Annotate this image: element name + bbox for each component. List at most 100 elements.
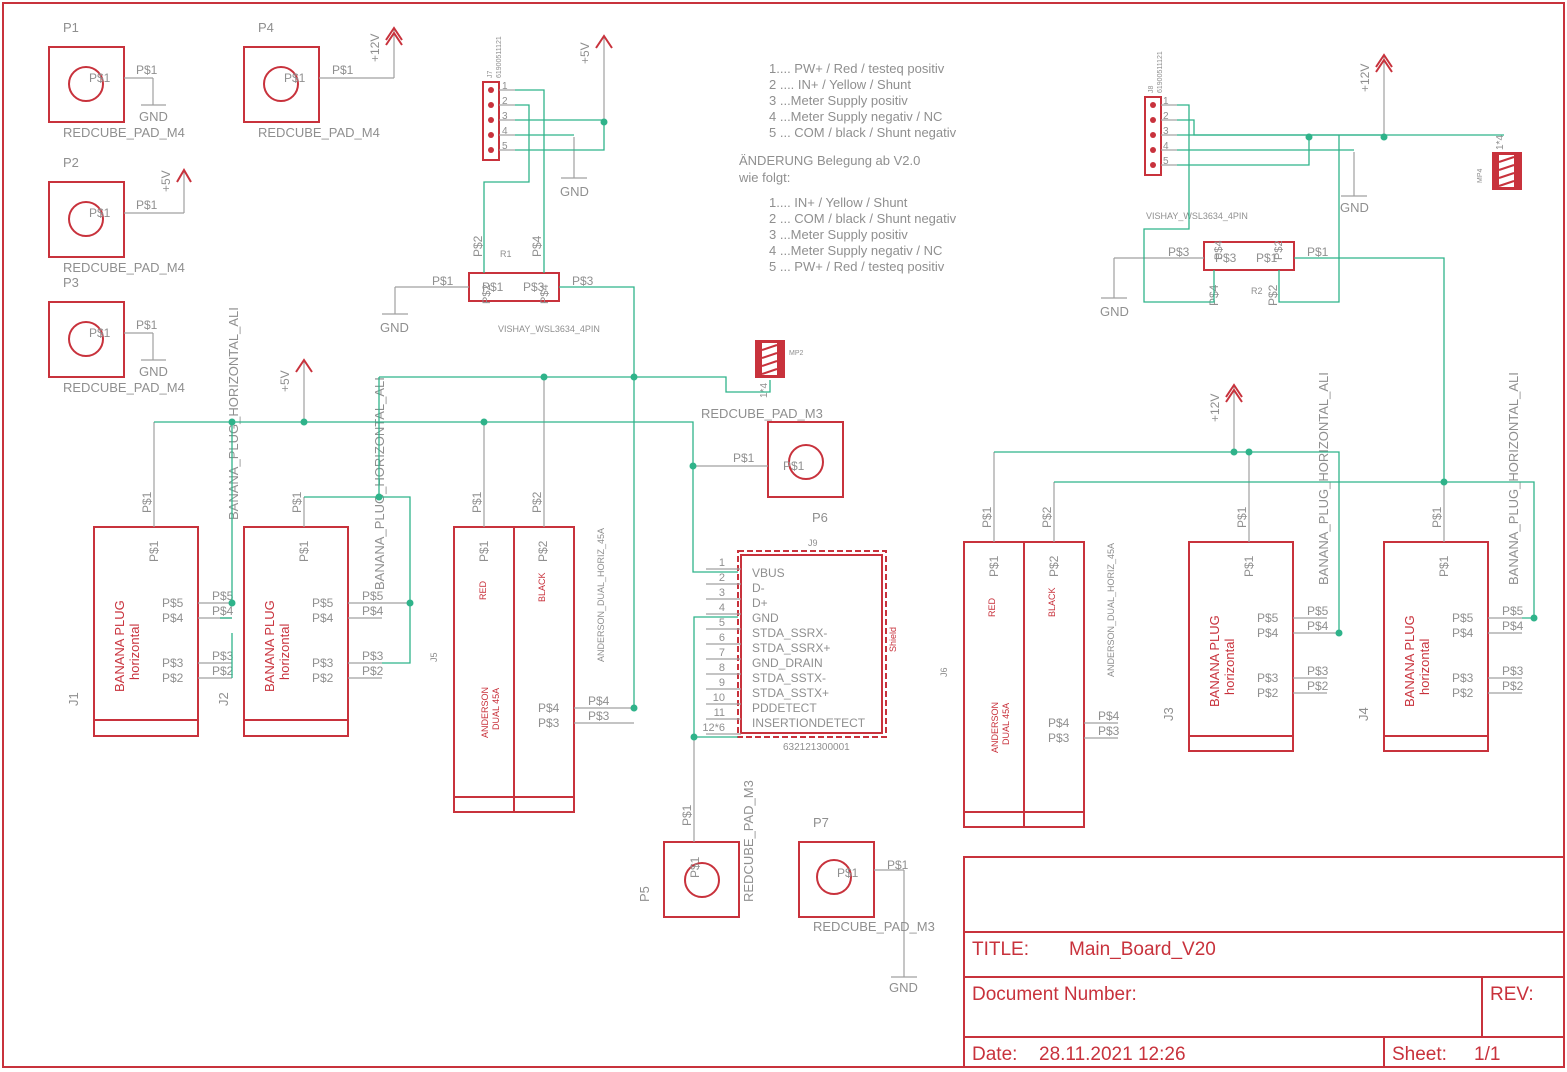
- svg-text:P$2: P$2: [471, 235, 485, 257]
- svg-text:P$2: P$2: [1266, 284, 1280, 306]
- j9-pin-label: D+: [752, 596, 768, 610]
- svg-text:P$3: P$3: [1502, 664, 1524, 678]
- svg-text:P$4: P$4: [1502, 619, 1524, 633]
- j9-pin-label: INSERTIONDETECT: [752, 716, 866, 730]
- svg-text:BANANA PLUG: BANANA PLUG: [112, 600, 127, 692]
- svg-text:P$1: P$1: [980, 506, 994, 528]
- svg-text:P$2: P$2: [481, 284, 493, 304]
- svg-text:MP4: MP4: [1477, 169, 1484, 184]
- svg-text:ANDERSON: ANDERSON: [990, 702, 1000, 753]
- svg-text:P$1: P$1: [432, 274, 454, 288]
- svg-text:P$1: P$1: [1235, 506, 1249, 528]
- date-value: 28.11.2021 12:26: [1039, 1044, 1186, 1065]
- svg-text:horizontal: horizontal: [1417, 639, 1432, 695]
- svg-text:P$2: P$2: [1502, 679, 1524, 693]
- j9-pin-label: STDA_SSTX+: [752, 686, 829, 700]
- svg-text:R2: R2: [1251, 286, 1263, 296]
- svg-text:P$3: P$3: [538, 716, 560, 730]
- svg-text:P$1: P$1: [887, 858, 909, 872]
- svg-text:P$4: P$4: [530, 235, 544, 257]
- j9-pin-label: D-: [752, 581, 765, 595]
- svg-text:P$4: P$4: [312, 611, 334, 625]
- svg-text:J5: J5: [429, 652, 439, 662]
- svg-text:P$1: P$1: [332, 63, 354, 77]
- j9-pin-number: 2: [719, 572, 725, 584]
- svg-text:BLACK: BLACK: [1047, 587, 1057, 617]
- svg-text:ÄNDERUNG Belegung ab V2.0: ÄNDERUNG Belegung ab V2.0: [739, 153, 920, 168]
- svg-text:P$4: P$4: [539, 284, 551, 304]
- svg-text:P$1: P$1: [783, 459, 805, 473]
- j9-pin-label: STDA_SSRX+: [752, 641, 830, 655]
- j9-pin-number: 3: [719, 587, 725, 599]
- svg-text:P$4: P$4: [1213, 240, 1225, 260]
- j9-pin-number: 10: [713, 692, 725, 704]
- pad-p1-value: REDCUBE_PAD_M4: [63, 125, 185, 140]
- svg-text:P$2: P$2: [362, 664, 384, 678]
- svg-text:3 ...Meter Supply positiv: 3 ...Meter Supply positiv: [769, 93, 908, 108]
- svg-text:5 ... PW+ / Red / testeq posit: 5 ... PW+ / Red / testeq positiv: [769, 259, 945, 274]
- svg-text:1*4: 1*4: [1495, 135, 1506, 150]
- svg-text:P$1: P$1: [136, 198, 158, 212]
- svg-text:MP2: MP2: [789, 350, 804, 357]
- svg-text:+5V: +5V: [278, 370, 292, 392]
- banana-j2: BANANA PLUG horizontal J2 BANANA_PLUG_HO…: [216, 377, 410, 737]
- svg-text:61900511121: 61900511121: [1157, 51, 1164, 93]
- j9-pin-label: VBUS: [752, 566, 785, 580]
- svg-text:632121300001: 632121300001: [783, 742, 850, 753]
- svg-text:P$2: P$2: [1307, 679, 1329, 693]
- svg-text:P$1: P$1: [1242, 555, 1256, 577]
- svg-text:BANANA PLUG: BANANA PLUG: [1207, 615, 1222, 707]
- svg-text:3: 3: [502, 111, 508, 122]
- connector-j8: 1 2 3 4 5 J8 61900511121 +12V GND: [1144, 51, 1393, 215]
- j9-pin-number: 5: [719, 617, 725, 629]
- svg-text:P$1: P$1: [284, 71, 306, 85]
- svg-text:GND: GND: [139, 364, 168, 379]
- svg-text:+12V: +12V: [1208, 394, 1222, 422]
- j9-pin-label: GND: [752, 611, 779, 625]
- svg-text:P$4: P$4: [1307, 619, 1329, 633]
- j9-pin-number: 6: [719, 632, 725, 644]
- title-value: Main_Board_V20: [1069, 939, 1216, 960]
- svg-text:P4: P4: [258, 20, 274, 35]
- date-label: Date:: [972, 1044, 1017, 1065]
- pad-p1: P1 P$1 P$1 GND REDCUBE_PAD_M4: [48, 20, 185, 140]
- svg-text:P3: P3: [63, 275, 79, 290]
- svg-text:BANANA PLUG: BANANA PLUG: [262, 600, 277, 692]
- doc-number-label: Document Number:: [972, 984, 1137, 1005]
- svg-text:RED: RED: [987, 597, 997, 617]
- svg-text:BANANA_PLUG_HORIZONTAL_ALI: BANANA_PLUG_HORIZONTAL_ALI: [226, 307, 241, 520]
- svg-text:P$3: P$3: [162, 656, 184, 670]
- wires: [154, 89, 1535, 738]
- svg-text:J8: J8: [1148, 86, 1155, 94]
- svg-text:P$4: P$4: [1048, 716, 1070, 730]
- svg-text:5 ... COM / black / Shunt nega: 5 ... COM / black / Shunt negativ: [769, 125, 957, 140]
- svg-text:4 ...Meter Supply negativ / NC: 4 ...Meter Supply negativ / NC: [769, 109, 942, 124]
- svg-text:P$2: P$2: [162, 671, 184, 685]
- junctions: [228, 118, 1538, 741]
- svg-text:J1: J1: [66, 692, 81, 706]
- anderson-j5: RED BLACK ANDERSON DUAL 45A J5 ANDERSON_…: [429, 377, 634, 813]
- svg-text:J3: J3: [1161, 707, 1176, 721]
- svg-text:P$4: P$4: [1452, 626, 1474, 640]
- svg-text:1.... IN+ / Yellow / Shunt: 1.... IN+ / Yellow / Shunt: [769, 195, 908, 210]
- svg-text:REDCUBE_PAD_M4: REDCUBE_PAD_M4: [63, 260, 185, 275]
- j9-pins: 1VBUS2D-3D+4GND5STDA_SSRX-6STDA_SSRX+7GN…: [702, 557, 866, 735]
- svg-text:P$1: P$1: [680, 804, 694, 826]
- svg-text:2: 2: [502, 96, 508, 107]
- power-12v-right: +12V: [1208, 383, 1243, 452]
- svg-text:Shield: Shield: [888, 627, 898, 652]
- j9-pin-number: 8: [719, 662, 725, 674]
- svg-text:BANANA PLUG: BANANA PLUG: [1402, 615, 1417, 707]
- svg-text:VISHAY_WSL3634_4PIN: VISHAY_WSL3634_4PIN: [1146, 211, 1248, 221]
- svg-text:J6: J6: [939, 667, 949, 677]
- svg-text:wie folgt:: wie folgt:: [738, 170, 790, 185]
- svg-text:P$1: P$1: [290, 491, 304, 513]
- svg-text:GND: GND: [1340, 200, 1369, 215]
- svg-text:P$1: P$1: [1256, 251, 1278, 265]
- svg-text:2 ... COM / black / Shunt nega: 2 ... COM / black / Shunt negativ: [769, 211, 957, 226]
- svg-text:J7: J7: [487, 71, 494, 79]
- svg-text:P$1: P$1: [297, 540, 311, 562]
- svg-text:P$3: P$3: [312, 656, 334, 670]
- svg-text:P$3: P$3: [212, 649, 234, 663]
- svg-text:+12V: +12V: [1358, 64, 1372, 92]
